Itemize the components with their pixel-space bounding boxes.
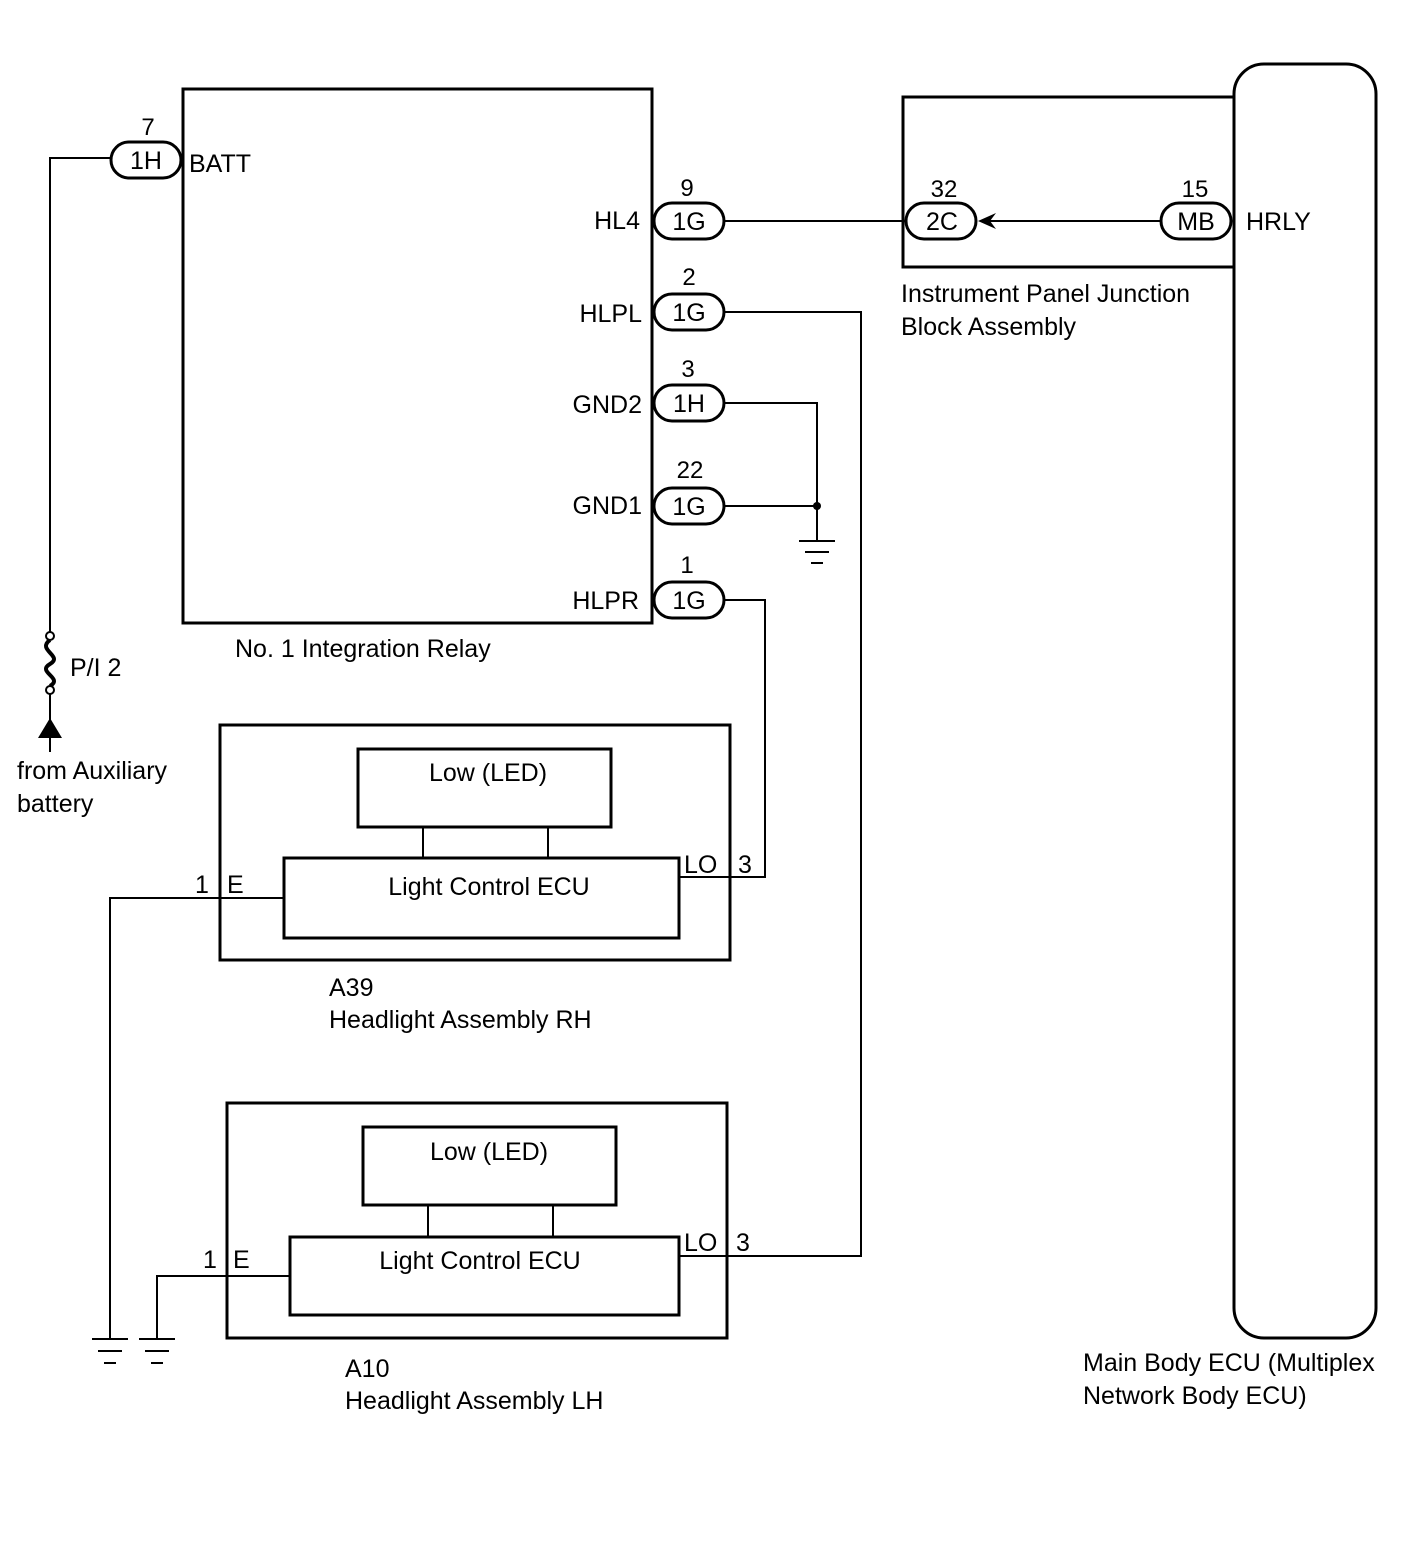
headlight-lh-lo-label: LO [684,1229,717,1257]
hlpl-label: HLPL [579,300,642,328]
integration-relay: No. 1 Integration Relay 1H 7 BATT 1G 9 H… [109,87,726,663]
junction-label-line2: Block Assembly [901,313,1077,341]
batt-label: BATT [189,150,251,178]
mb-pin: 15 [1182,176,1209,203]
headlight-lh-light-control-ecu [288,1235,681,1317]
chevron-left-icon [978,213,996,229]
headlight-rh-light-control-ecu [282,856,681,940]
rh-ground-wire [109,897,284,1338]
gnd2-label: GND2 [573,391,642,419]
junction-block: 2C 32 Instrument Panel Junction Block As… [901,95,1234,341]
headlight-rh-lo-label: LO [684,851,717,879]
headlight-lh-ecu-label: Light Control ECU [379,1247,580,1275]
hl4-label: HL4 [594,207,640,235]
fuse-label: P/I 2 [70,654,121,682]
junction-label-line1: Instrument Panel Junction [901,280,1190,308]
mb-connector-code: MB [1177,208,1215,236]
headlight-lh-low-led [361,1125,618,1207]
main-body-ecu-label-line2: Network Body ECU) [1083,1382,1307,1410]
batt-connector-code: 1H [130,147,162,175]
hlpl-connector-code: 1G [672,299,705,327]
headlight-lh-low-led-label: Low (LED) [430,1138,548,1166]
hlpr-label: HLPR [572,587,639,615]
headlight-lh-e-pin: 1 [203,1246,217,1274]
ground-icon-lh [139,1338,175,1364]
integration-relay-box [181,87,654,625]
junction-connector-code: 2C [926,208,958,236]
main-body-ecu: MB 15 HRLY Main Body ECU (Multiplex Netw… [1083,62,1378,1410]
fuse-terminal-bottom [45,685,55,695]
main-body-ecu-box [1232,62,1378,1340]
hlpl-wire [680,311,862,1257]
headlight-rh-box [218,723,732,962]
junction-block-box [901,95,1234,269]
wires [109,213,1161,1338]
gnd1-pin: 22 [677,457,704,484]
headlight-rh-e-label: E [227,871,244,899]
power-feed: P/I 2 from Auxiliary battery [17,157,168,818]
hrly-label: HRLY [1246,208,1311,236]
headlight-lh-name: Headlight Assembly LH [345,1387,603,1415]
lh-ground-wire [156,1275,290,1338]
hl4-pin: 9 [680,175,693,202]
headlight-lh-e-label: E [233,1246,250,1274]
hlpr-connector-code: 1G [672,587,705,615]
headlight-assembly-rh: Low (LED) Light Control ECU 1 E LO 3 A39… [195,723,752,1034]
gnd2-pin: 3 [681,356,694,383]
headlight-lh-box [225,1101,729,1340]
fuse-icon [44,638,56,688]
splice-point [813,502,821,510]
headlight-rh-name: Headlight Assembly RH [329,1006,592,1034]
gnd2-connector-code: 1H [673,390,705,418]
power-source-line1: from Auxiliary [17,757,168,785]
headlight-rh-ecu-label: Light Control ECU [388,873,589,901]
hlpr-pin: 1 [680,552,693,579]
headlight-rh-code: A39 [329,974,373,1002]
batt-pin: 7 [141,114,154,141]
integration-relay-label: No. 1 Integration Relay [235,635,491,663]
headlight-assembly-lh: Low (LED) Light Control ECU 1 E LO 3 A10… [203,1101,750,1415]
main-body-ecu-label-line1: Main Body ECU (Multiplex [1083,1349,1375,1377]
headlight-rh-low-led [356,747,613,829]
batt-wire [49,157,111,632]
headlight-rh-e-pin: 1 [195,871,209,899]
headlight-lh-lo-pin: 3 [736,1229,750,1257]
headlight-rh-low-led-label: Low (LED) [429,759,547,787]
fuse-terminal-top [45,631,55,641]
gnd1-connector-code: 1G [672,493,705,521]
junction-pin: 32 [931,176,958,203]
hlpl-pin: 2 [682,264,695,291]
headlight-lh-code: A10 [345,1355,389,1383]
gnd1-label: GND1 [573,492,642,520]
headlight-rh-lo-pin: 3 [738,851,752,879]
ground-icon-relay [799,540,835,564]
batt-connector [109,140,183,180]
gnd2-wire [724,402,818,540]
power-source-line2: battery [17,790,94,818]
hlpr-wire [680,599,766,878]
ground-icon-rh [92,1338,128,1364]
hl4-connector-code: 1G [672,208,705,236]
arrow-up-icon [38,718,62,738]
